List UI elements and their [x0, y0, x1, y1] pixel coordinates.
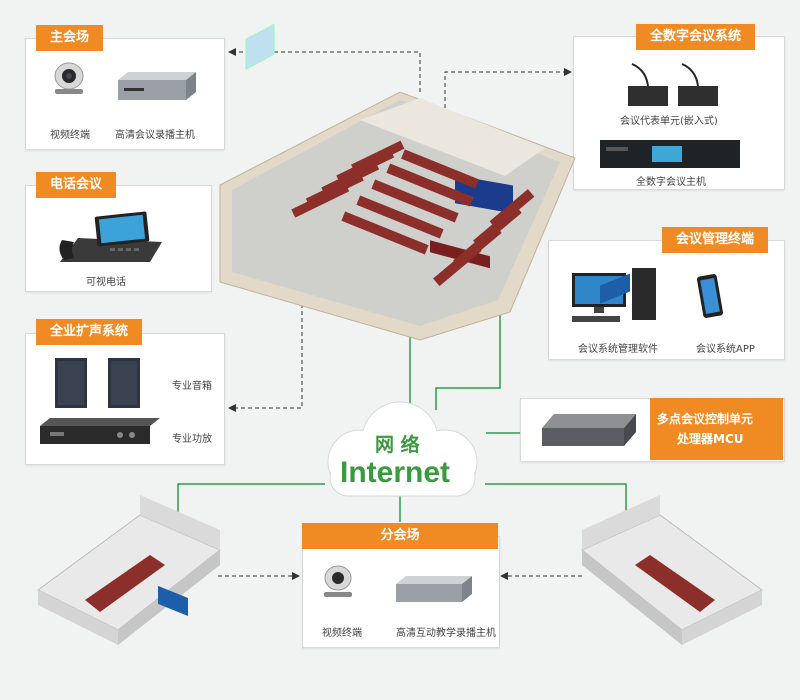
- conference-host-icon: [600, 140, 740, 168]
- speaker-label: 专业音箱: [172, 381, 212, 392]
- video-phone-icon: [59, 211, 162, 262]
- branch-recorder-icon: [396, 576, 472, 602]
- phone-label: 可视电话: [86, 277, 126, 288]
- branch-venue-title: 分会场: [302, 523, 498, 549]
- host-label: 全数字会议主机: [636, 177, 706, 188]
- phone-conf-title: 电话会议: [36, 172, 117, 198]
- recorder-icon: [118, 72, 196, 100]
- hall-seats: [291, 140, 535, 287]
- app-label: 会议系统APP: [696, 344, 755, 355]
- camera-icon: [54, 62, 84, 94]
- amp-label: 专业功放: [172, 434, 212, 445]
- pa-system-title: 全业扩声系统: [36, 319, 143, 345]
- right-meeting-room: [581, 273, 763, 645]
- mcu-title-line1: 多点会议控制单元: [657, 412, 754, 426]
- mcu-icon: [542, 414, 636, 446]
- unit-label: 会议代表单元(嵌入式): [620, 116, 718, 127]
- software-label: 会议系统管理软件: [578, 344, 658, 355]
- main-camera-label: 视频终端: [50, 130, 90, 141]
- left-meeting-room: [37, 495, 221, 645]
- link-digital-conf: [444, 68, 572, 150]
- branch-camera-label: 视频终端: [322, 628, 362, 639]
- smartphone-icon: [696, 274, 724, 318]
- speaker-icon: [55, 358, 140, 408]
- mcu-title-box: [650, 398, 783, 460]
- main-venue-title: 主会场: [36, 25, 104, 51]
- cloud-label-en: Internet: [340, 456, 451, 489]
- branch-recorder-label: 高清互动教学录播主机: [396, 628, 496, 639]
- mgmt-terminal-title: 会议管理终端: [662, 227, 769, 253]
- cloud-label-cn: 网 络: [375, 434, 420, 456]
- link-mgmt-cloud: [435, 258, 501, 410]
- branch-camera-icon: [324, 565, 352, 597]
- delegate-unit-icon: [628, 63, 718, 106]
- main-recorder-label: 高清会议录播主机: [115, 130, 195, 141]
- link-right-branch: [485, 483, 627, 520]
- link-left-branch: [177, 483, 325, 520]
- digital-conf-title: 全数字会议系统: [636, 24, 756, 50]
- amplifier-icon: [40, 418, 160, 444]
- mcu-title-line2: 处理器MCU: [677, 432, 744, 446]
